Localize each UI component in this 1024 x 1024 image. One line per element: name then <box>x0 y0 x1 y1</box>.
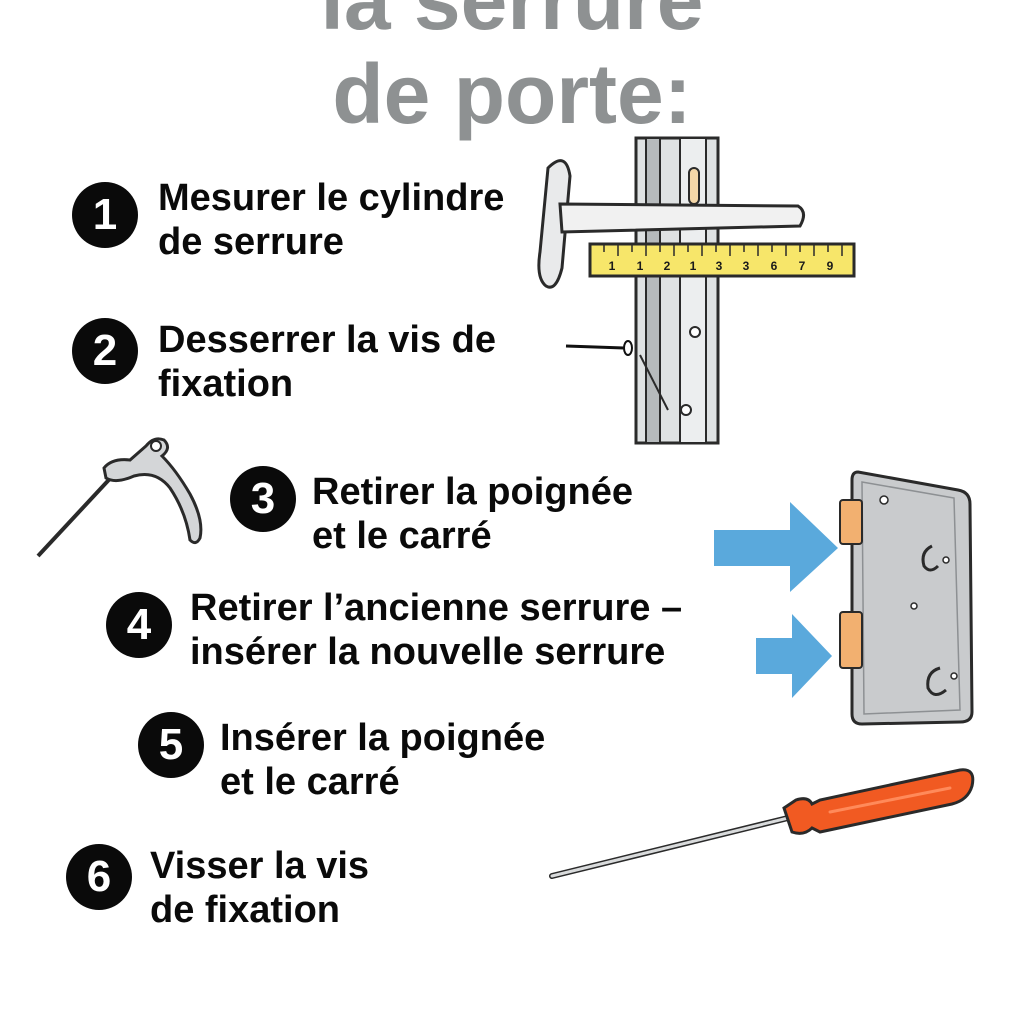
ruler-tick-label: 3 <box>743 259 750 273</box>
step-number-badge: 3 <box>230 466 296 532</box>
step-text-line: Retirer la poignée <box>312 471 633 513</box>
step-text-line: et le carré <box>312 515 492 557</box>
step-text-line: Desserrer la vis de <box>158 319 497 361</box>
step-text-line: de fixation <box>150 889 341 931</box>
step-text-line: fixation <box>158 363 294 405</box>
step-text-line: et le carré <box>220 761 400 803</box>
step-number-badge: 4 <box>106 592 172 658</box>
step-number-badge: 6 <box>66 844 132 910</box>
door-handle-icon <box>537 159 805 289</box>
step-text-line: insérer la nouvelle serrure <box>190 631 666 673</box>
step-text: Mesurer le cylindre de serrure <box>158 176 504 264</box>
step-number-badge: 5 <box>138 712 204 778</box>
ruler-tick-label: 1 <box>690 259 697 273</box>
step-text: Insérer la poignée et le carré <box>220 716 545 804</box>
ruler-tick-label: 7 <box>799 259 806 273</box>
ruler-tick-label: 2 <box>664 259 671 273</box>
arrow-right-icon <box>714 502 838 592</box>
pointer-line <box>565 344 625 350</box>
measuring-tape-icon: 1 1 2 1 3 3 6 7 9 <box>588 242 856 278</box>
ruler-tick-label: 9 <box>827 259 834 273</box>
title-line-1: la serrure <box>320 0 704 47</box>
ruler-tick-label: 1 <box>609 259 616 273</box>
step-text-line: de serrure <box>158 221 344 263</box>
step-text-line: Insérer la poignée <box>220 717 546 759</box>
ruler-tick-label: 1 <box>637 259 644 273</box>
title-line-2: de porte: <box>332 47 692 141</box>
step-number-badge: 2 <box>72 318 138 384</box>
arrow-right-icon <box>756 614 832 698</box>
step-number-badge: 1 <box>72 182 138 248</box>
screw-icon <box>623 340 633 356</box>
screwdriver-icon <box>549 768 975 879</box>
mortise-lock-icon <box>839 470 974 726</box>
step-text: Visser la vis de fixation <box>150 844 369 932</box>
step-text: Retirer la poignée et le carré <box>312 470 633 558</box>
step-text-line: Mesurer le cylindre <box>158 177 505 219</box>
step-text-line: Visser la vis <box>150 845 370 887</box>
step-text: Desserrer la vis de fixation <box>158 318 496 406</box>
ruler-tick-label: 6 <box>771 259 778 273</box>
step-text-line: Retirer l’ancienne serrure – <box>190 587 683 629</box>
step-text: Retirer l’ancienne serrure – insérer la … <box>190 586 682 674</box>
removed-handle-icon <box>36 437 203 558</box>
ruler-tick-label: 3 <box>716 259 723 273</box>
door-profile-icon <box>634 136 720 445</box>
